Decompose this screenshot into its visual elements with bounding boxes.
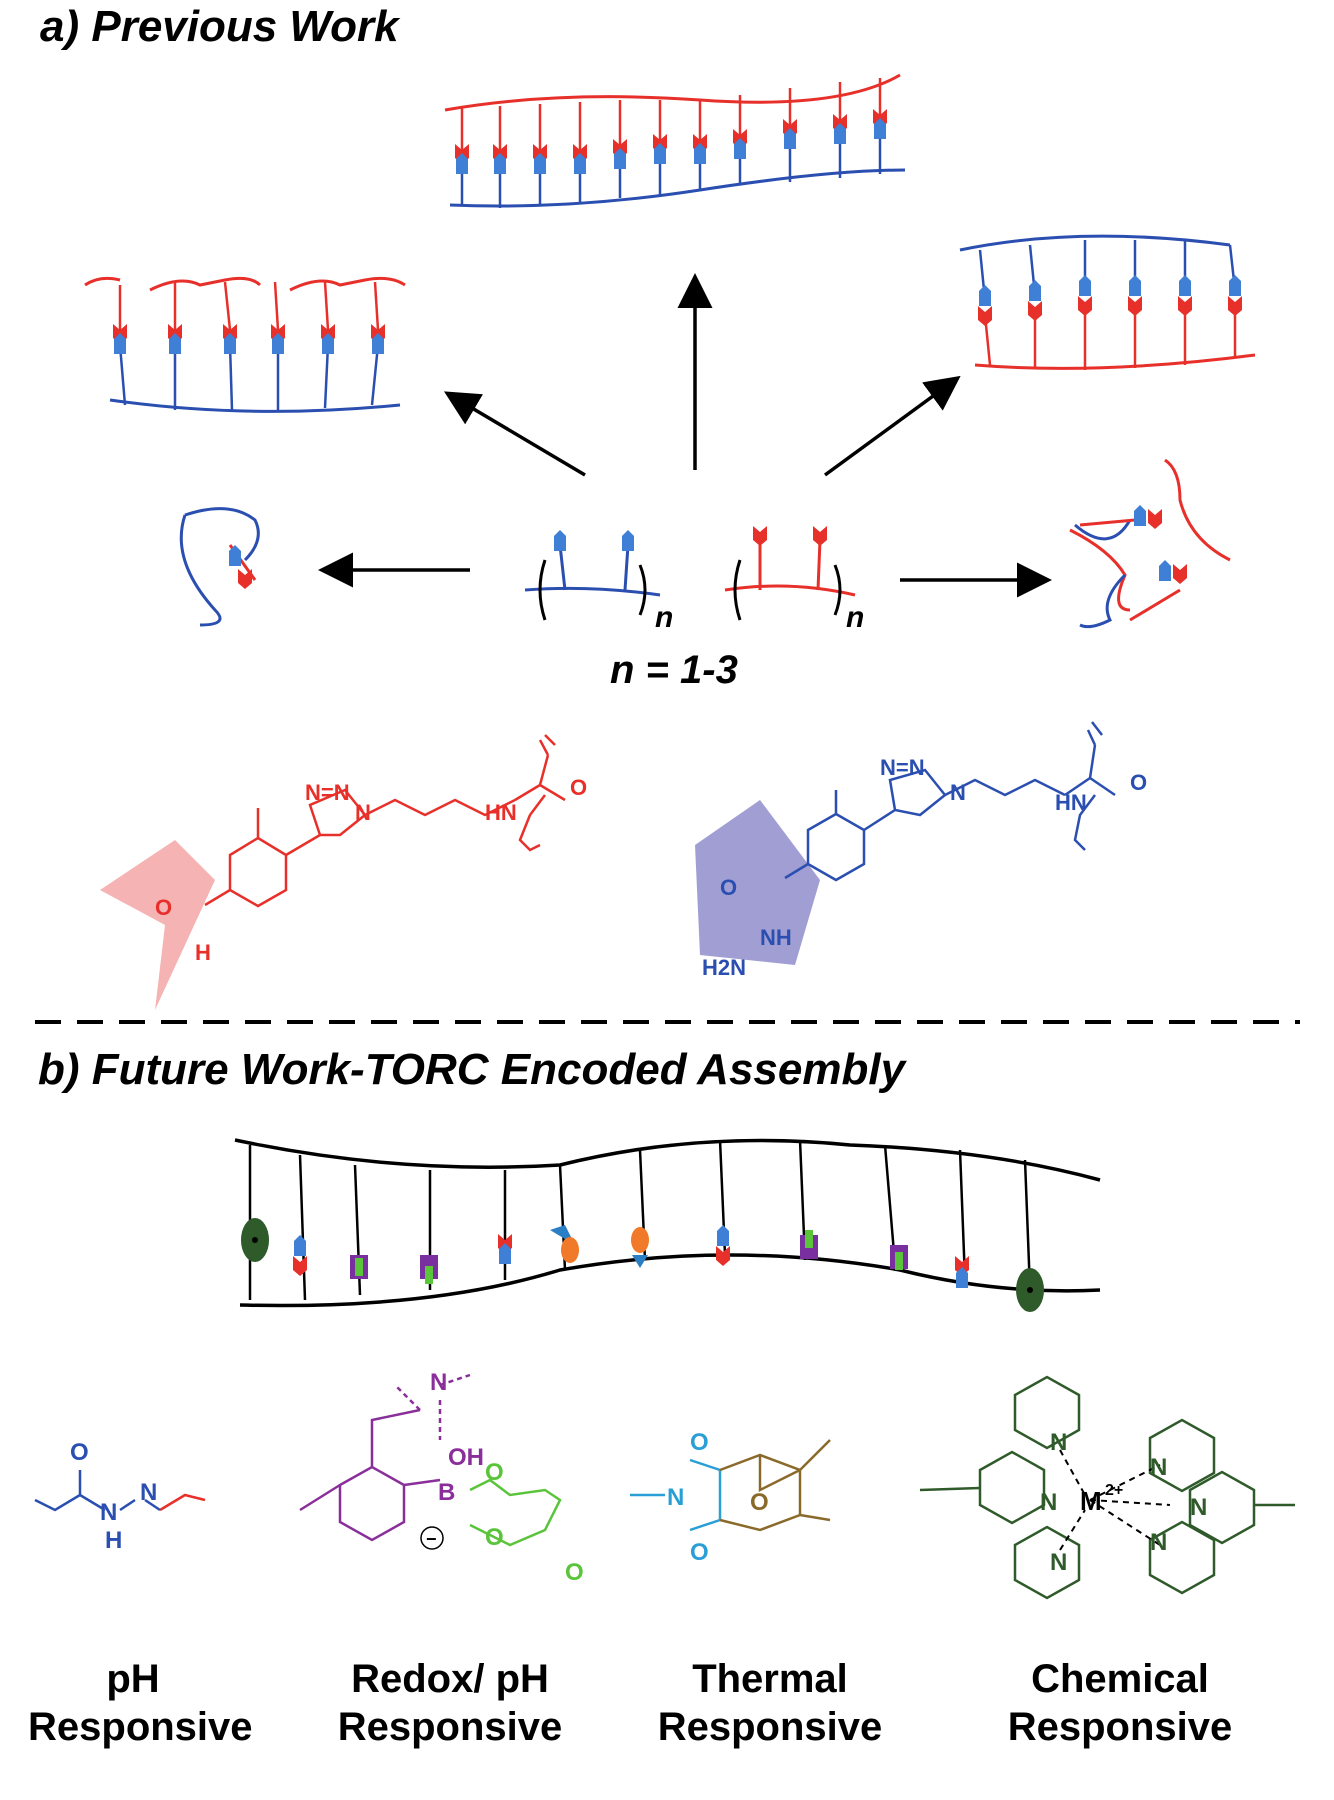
svg-text:O: O bbox=[485, 1459, 504, 1486]
n-range-label: n = 1-3 bbox=[610, 648, 738, 692]
svg-text:N: N bbox=[1190, 1494, 1207, 1521]
svg-text:O: O bbox=[485, 1524, 504, 1551]
svg-text:O: O bbox=[565, 1559, 584, 1586]
svg-text:B: B bbox=[438, 1479, 455, 1506]
svg-text:2+: 2+ bbox=[1105, 1482, 1123, 1499]
svg-text:O: O bbox=[155, 895, 172, 920]
blue-monomer bbox=[524, 530, 661, 621]
hydrazide-monomer-structure bbox=[695, 721, 1116, 965]
dimer-assembly bbox=[1069, 458, 1231, 629]
svg-text:N: N bbox=[950, 780, 966, 805]
intramolecular-loop bbox=[179, 507, 260, 627]
svg-text:OH: OH bbox=[448, 1444, 484, 1471]
svg-text:N: N bbox=[355, 800, 371, 825]
svg-text:H: H bbox=[105, 1527, 122, 1554]
ph-responsive-label: pH Responsive bbox=[28, 1657, 253, 1749]
boronate-structure bbox=[299, 1373, 562, 1547]
acylhydrazone-structure bbox=[34, 1470, 206, 1512]
svg-text:M: M bbox=[1080, 1486, 1102, 1516]
diels-alder-adduct-structure bbox=[630, 1439, 831, 1532]
hydrazide-labels: O NH H2N N=N N O HN bbox=[702, 755, 1147, 980]
diels-alder-labels: O N O O bbox=[667, 1429, 769, 1566]
reaction-arrows bbox=[318, 273, 1052, 598]
svg-text:O: O bbox=[1130, 770, 1147, 795]
acylhydrazone-labels: O N H N bbox=[70, 1439, 157, 1554]
svg-text:N: N bbox=[430, 1369, 447, 1396]
svg-text:−: − bbox=[426, 1529, 437, 1549]
boronate-labels: N OH B − O O O bbox=[420, 1369, 584, 1586]
svg-text:O: O bbox=[720, 875, 737, 900]
aldehyde-labels: O H N=N N O HN bbox=[155, 775, 587, 965]
terpyridine-complex-structure bbox=[919, 1375, 1295, 1600]
subscript-n-blue: n bbox=[655, 601, 673, 634]
torc-encoded-ladder bbox=[234, 1138, 1101, 1312]
ladder-assembly-right bbox=[959, 234, 1256, 370]
redox-ph-responsive-label: Redox/ pH Responsive bbox=[337, 1657, 563, 1749]
svg-text:HN: HN bbox=[1055, 790, 1087, 815]
ladder-assembly-top bbox=[444, 73, 906, 208]
terpyridine-labels: N N N M 2+ N N N bbox=[1040, 1429, 1207, 1576]
svg-text:N: N bbox=[1150, 1529, 1167, 1556]
svg-text:N: N bbox=[1040, 1489, 1057, 1516]
svg-text:HN: HN bbox=[485, 800, 517, 825]
subscript-n-red: n bbox=[846, 601, 864, 634]
svg-text:N=N: N=N bbox=[305, 780, 350, 805]
aldehyde-monomer-structure bbox=[100, 734, 566, 1010]
svg-text:O: O bbox=[690, 1429, 709, 1456]
svg-text:O: O bbox=[690, 1539, 709, 1566]
thermal-responsive-label: Thermal Responsive bbox=[657, 1657, 883, 1749]
svg-text:N: N bbox=[100, 1499, 117, 1526]
svg-text:NH: NH bbox=[760, 925, 792, 950]
svg-text:H: H bbox=[195, 940, 211, 965]
ladder-assembly-left bbox=[84, 276, 406, 413]
svg-text:H2N: H2N bbox=[702, 955, 746, 980]
chemical-responsive-label: Chemical Responsive bbox=[1007, 1657, 1233, 1749]
svg-text:O: O bbox=[750, 1489, 769, 1516]
svg-text:N: N bbox=[1150, 1454, 1167, 1481]
section-a-title: a) Previous Work bbox=[40, 2, 399, 51]
svg-text:O: O bbox=[70, 1439, 89, 1466]
section-b-title: b) Future Work-TORC Encoded Assembly bbox=[38, 1045, 906, 1094]
svg-text:N=N: N=N bbox=[880, 755, 925, 780]
svg-text:N: N bbox=[1050, 1549, 1067, 1576]
svg-text:N: N bbox=[667, 1484, 684, 1511]
svg-text:N: N bbox=[140, 1479, 157, 1506]
red-monomer bbox=[724, 526, 856, 621]
svg-text:O: O bbox=[570, 775, 587, 800]
svg-text:N: N bbox=[1050, 1429, 1067, 1456]
